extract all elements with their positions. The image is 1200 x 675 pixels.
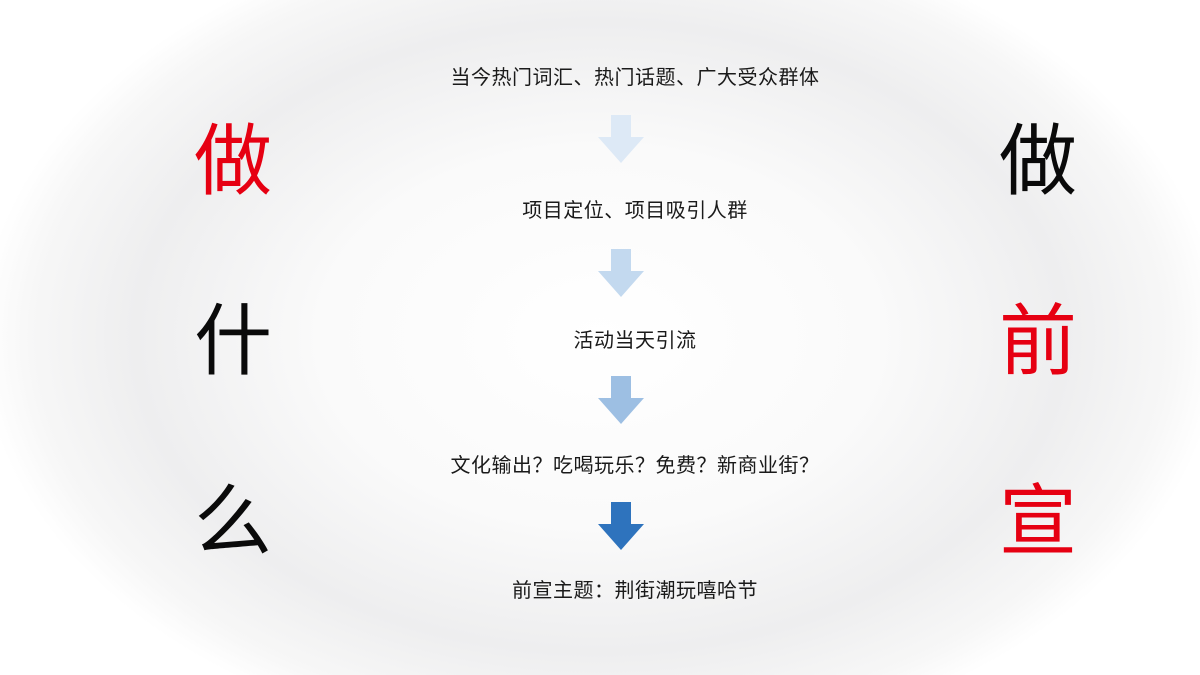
left-title-char-3: 么 (193, 477, 272, 567)
flow-step-4: 文化输出？吃喝玩乐？免费？新商业街？ (450, 453, 820, 477)
right-title-char-1: 做 (998, 117, 1077, 207)
left-title-char-2: 什 (193, 297, 272, 387)
down-arrow-icon-4 (598, 502, 644, 550)
down-arrow-icon-3 (598, 376, 644, 424)
down-arrow-icon-1 (598, 115, 644, 163)
down-arrow-icon-2 (598, 249, 644, 297)
left-title-char-1: 做 (193, 117, 272, 207)
flow-step-5: 前宣主题：荆街潮玩嘻哈节 (512, 578, 758, 602)
right-title-char-3: 宣 (998, 477, 1077, 567)
right-title-char-2: 前 (998, 297, 1077, 387)
flow-step-1: 当今热门词汇、热门话题、广大受众群体 (450, 65, 820, 89)
flow-step-3: 活动当天引流 (573, 328, 697, 352)
flow-step-2: 项目定位、项目吸引人群 (522, 198, 748, 222)
